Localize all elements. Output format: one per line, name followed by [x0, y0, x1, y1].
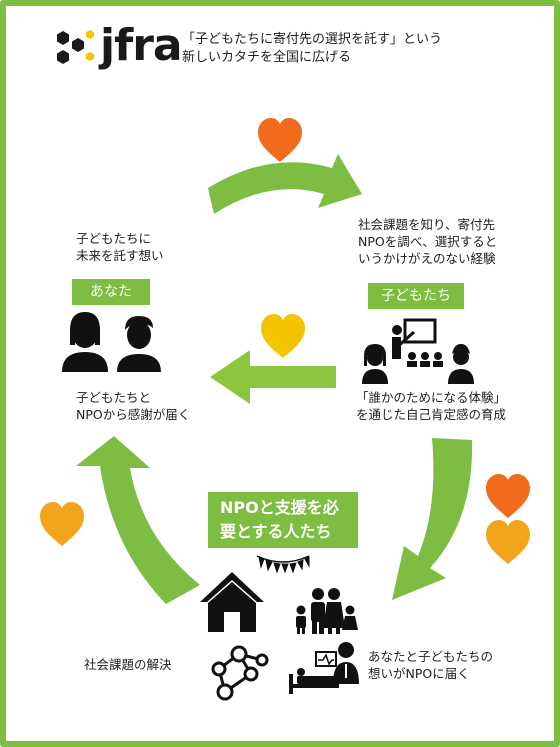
network-icon: [211, 645, 269, 701]
jfra-logo: [52, 28, 98, 68]
you-thanks-line-2: NPOから感謝が届く: [76, 407, 191, 422]
npo-label-line-1: NPOと支援を必: [220, 498, 339, 517]
heart-middle-icon: [261, 314, 305, 358]
middle-left-arrow: [210, 350, 336, 404]
heart-left-icon: [40, 502, 84, 546]
logo-hexagon-icon: [57, 30, 94, 64]
children-growth-line-1: 「誰かのためになる体験」: [356, 390, 507, 405]
house-icon: [200, 572, 264, 632]
npo-label: NPOと支援を必 要とする人たち: [208, 492, 358, 548]
you-label: あなた: [72, 279, 150, 305]
doctor-patient-icon: [289, 642, 359, 694]
bunting-icon: [256, 555, 310, 574]
left-curved-arrow: [76, 436, 200, 604]
heart-right-bottom-icon: [486, 520, 530, 564]
children-intro-line-2: NPOを調べ、選択すると: [358, 234, 498, 249]
you-intro-line-2: 未来を託す想い: [76, 248, 164, 263]
npo-delivery-line-1: あなたと子どもたちの: [368, 649, 494, 664]
logo-wordmark: jfra: [100, 20, 183, 71]
family-icon: [296, 588, 358, 634]
you-thanks-line-1: 子どもたちと: [76, 390, 152, 405]
npo-label-line-2: 要とする人たち: [220, 522, 332, 541]
children-label: 子どもたち: [368, 283, 464, 309]
right-curved-arrow: [392, 438, 473, 600]
you-intro-line-1: 子どもたちに: [76, 231, 152, 246]
tagline-line-2: 新しいカタチを全国に広げる: [182, 50, 352, 65]
two-people-icon: [62, 312, 161, 372]
children-growth-line-2: を通じた自己肯定感の育成: [356, 407, 507, 422]
heart-top-icon: [258, 118, 302, 162]
classroom-teacher-icon: [362, 318, 474, 384]
top-curved-arrow: [208, 154, 362, 214]
npo-delivery-line-2: 想いがNPOに届く: [368, 666, 470, 681]
heart-right-top-icon: [486, 474, 530, 518]
npo-solution-text: 社会課題の解決: [84, 657, 172, 672]
tagline-line-1: 「子どもたちに寄付先の選択を託す」という: [182, 32, 443, 47]
children-intro-line-3: いうかけがえのない経験: [358, 251, 496, 266]
children-intro-line-1: 社会課題を知り、寄付先: [358, 217, 496, 232]
